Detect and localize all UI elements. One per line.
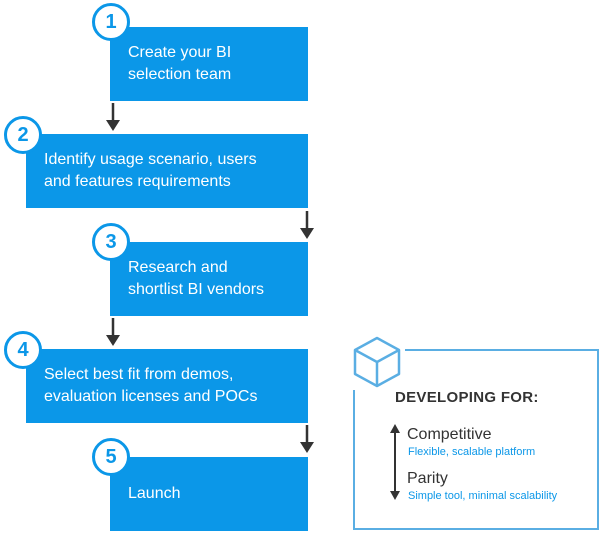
- step-2-box: Identify usage scenario, users and featu…: [26, 134, 308, 208]
- down-arrow-icon: [300, 425, 314, 453]
- step-2-label: Identify usage scenario, users and featu…: [44, 151, 257, 190]
- step-4-label: Select best fit from demos, evaluation l…: [44, 366, 258, 405]
- step-4-number: 4: [4, 331, 42, 369]
- step-2-number: 2: [4, 116, 42, 154]
- step-3-label: Research and shortlist BI vendors: [128, 259, 265, 298]
- down-arrow-icon: [300, 211, 314, 239]
- down-arrow-icon: [106, 103, 120, 131]
- step-5-box: Launch: [110, 457, 308, 531]
- double-arrow-icon: [390, 424, 400, 500]
- step-5-number: 5: [92, 438, 130, 476]
- level-parity-description: Simple tool, minimal scalability: [408, 490, 558, 502]
- step-1-number: 1: [92, 3, 130, 41]
- step-3-number: 3: [92, 223, 130, 261]
- level-competitive-name: Competitive: [407, 426, 492, 443]
- down-arrow-icon: [106, 318, 120, 346]
- step-1-box: Create your BI selection team: [110, 27, 308, 101]
- level-competitive-description: Flexible, scalable platform: [408, 446, 536, 458]
- cube-icon: [349, 334, 405, 390]
- level-parity-name: Parity: [407, 470, 448, 487]
- step-3-box: Research and shortlist BI vendors: [110, 242, 308, 316]
- developing-for-title: DEVELOPING FOR:: [395, 389, 539, 406]
- step-4-box: Select best fit from demos, evaluation l…: [26, 349, 308, 423]
- step-1-label: Create your BI selection team: [128, 44, 232, 83]
- step-5-label: Launch: [128, 485, 181, 502]
